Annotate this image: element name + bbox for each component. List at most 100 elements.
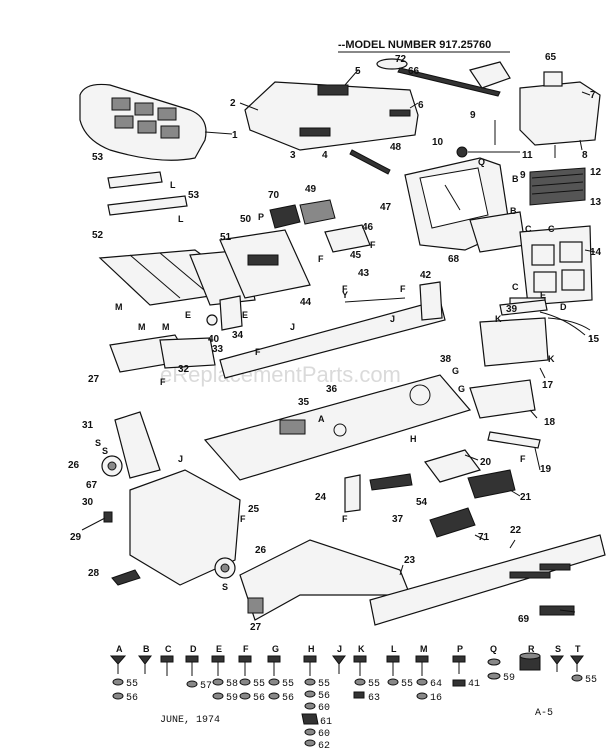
bracket-17 bbox=[479, 317, 549, 367]
hardware-r: R bbox=[519, 644, 541, 671]
part-label: 9 bbox=[470, 110, 476, 121]
part-label: 45 bbox=[350, 250, 362, 261]
rod-48 bbox=[349, 149, 391, 175]
part-label: 33 bbox=[212, 344, 224, 355]
part-label: 51 bbox=[220, 232, 232, 243]
hardware-letter: Q bbox=[490, 644, 497, 654]
part-label: 50 bbox=[240, 214, 252, 225]
part-label: 35 bbox=[298, 397, 310, 408]
part-label: 29 bbox=[70, 532, 82, 543]
hardware-letter: B bbox=[143, 644, 150, 654]
rail-42 bbox=[219, 299, 446, 379]
part-34 bbox=[219, 295, 243, 331]
hardware-h: H 55 56 60 61 60 62 bbox=[301, 644, 332, 750]
part-24 bbox=[344, 474, 361, 513]
hardware-letter: P bbox=[457, 644, 463, 654]
hardware-part: 59 bbox=[503, 673, 515, 684]
hardware-part: 61 bbox=[320, 717, 332, 728]
letter-label: F bbox=[342, 514, 348, 524]
hardware-part: 59 bbox=[226, 693, 238, 704]
letter-label: F bbox=[520, 454, 526, 464]
letter-label: P bbox=[258, 212, 264, 222]
hardware-part: 55 bbox=[585, 675, 597, 686]
hardware-part: 56 bbox=[282, 693, 294, 704]
hardware-part: 56 bbox=[126, 693, 138, 704]
hardware-q: Q 59 bbox=[487, 644, 515, 684]
hardware-part: 55 bbox=[282, 679, 294, 690]
hardware-letter: G bbox=[272, 644, 279, 654]
letter-label: F bbox=[400, 284, 406, 294]
part-label: 43 bbox=[358, 268, 370, 279]
seat bbox=[79, 83, 207, 161]
pad-70 bbox=[269, 204, 301, 229]
hardware-part: 63 bbox=[368, 693, 380, 704]
part-label: 2 bbox=[230, 98, 236, 109]
part-label: 66 bbox=[408, 66, 420, 77]
hardware-t: T 55 bbox=[570, 644, 597, 686]
hardware-e: E 58 59 bbox=[211, 644, 238, 704]
leader-lines bbox=[239, 69, 596, 613]
part-label: 30 bbox=[82, 497, 94, 508]
console-14 bbox=[519, 225, 593, 306]
letter-label: E bbox=[540, 290, 546, 300]
letter-label: G bbox=[458, 384, 465, 394]
part-label: 11 bbox=[522, 150, 533, 161]
letter-label: S bbox=[222, 582, 228, 592]
part-label: 3 bbox=[290, 150, 296, 161]
letter-label: J bbox=[178, 454, 183, 464]
hardware-k: K 55 63 bbox=[353, 644, 380, 704]
hardware-g: G 55 56 bbox=[267, 644, 294, 704]
hardware-letter: A bbox=[116, 644, 123, 654]
hardware-m: M 64 16 bbox=[415, 644, 442, 704]
part-label: 49 bbox=[305, 184, 317, 195]
part-label: 44 bbox=[300, 297, 312, 308]
hardware-letter: E bbox=[216, 644, 222, 654]
part-label: 1 bbox=[232, 130, 238, 141]
rail-53b bbox=[107, 195, 188, 216]
hardware-letter: H bbox=[308, 644, 315, 654]
letter-label: F bbox=[160, 377, 166, 387]
hardware-part: 55 bbox=[401, 679, 413, 690]
bracket-18 bbox=[469, 379, 536, 419]
part-54 bbox=[369, 473, 413, 491]
part-label: 5 bbox=[355, 66, 361, 77]
box-45 bbox=[324, 224, 371, 253]
part-label: 48 bbox=[390, 142, 402, 153]
letter-label: E bbox=[185, 310, 191, 320]
letter-label: F bbox=[240, 514, 246, 524]
part-label: 27 bbox=[250, 622, 262, 633]
part-label: 31 bbox=[82, 420, 94, 431]
part-label: 38 bbox=[440, 354, 452, 365]
letter-label: H bbox=[410, 434, 417, 444]
part-label: 68 bbox=[448, 254, 460, 265]
part-28 bbox=[111, 569, 141, 586]
pad-49 bbox=[299, 199, 336, 225]
part-label: 32 bbox=[178, 364, 190, 375]
letter-label: F bbox=[318, 254, 324, 264]
part-label: 53 bbox=[92, 152, 104, 163]
letter-label: E bbox=[242, 310, 248, 320]
part-label: 67 bbox=[86, 480, 98, 491]
rail-53a bbox=[107, 171, 163, 189]
letter-label: J bbox=[390, 314, 395, 324]
hardware-part: 55 bbox=[318, 679, 330, 690]
hardware-letter: C bbox=[165, 644, 172, 654]
key-switch bbox=[456, 146, 468, 158]
hardware-letter: F bbox=[243, 644, 249, 654]
part-label: 14 bbox=[590, 247, 602, 258]
footer-date: JUNE, 1974 bbox=[160, 715, 220, 726]
part-label: 27 bbox=[88, 374, 100, 385]
chassis bbox=[203, 374, 472, 481]
hardware-part: 16 bbox=[430, 693, 442, 704]
hardware-part: 60 bbox=[318, 703, 330, 714]
letter-label: D bbox=[560, 302, 567, 312]
hardware-part: 55 bbox=[126, 679, 138, 690]
letter-label: F bbox=[255, 347, 261, 357]
part-label: 42 bbox=[420, 270, 432, 281]
part-label: 26 bbox=[255, 545, 267, 556]
part-label: 23 bbox=[404, 555, 416, 566]
part-label: 25 bbox=[248, 504, 260, 515]
hardware-l: L 55 bbox=[386, 644, 413, 690]
letter-label: F bbox=[342, 284, 348, 294]
